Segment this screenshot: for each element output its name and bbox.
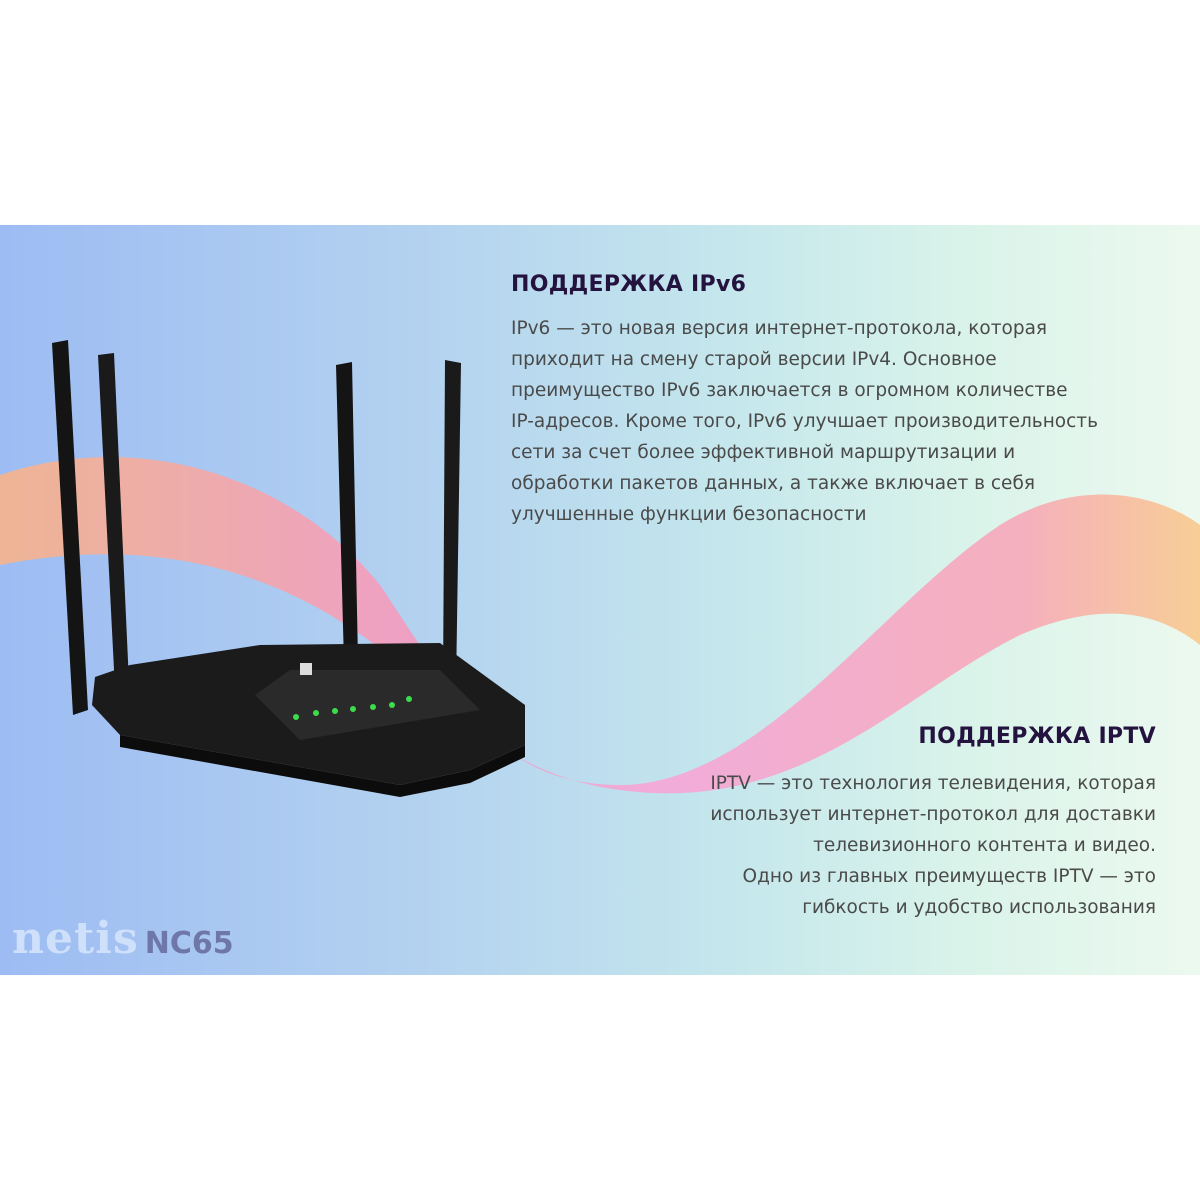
antenna: [443, 360, 461, 687]
text-line: телевизионного контента и видео.: [813, 835, 1156, 856]
text-line: IPv6 — это новая версия интернет-протоко…: [511, 318, 1048, 339]
model-name: NC65: [144, 926, 234, 961]
text-line: сети за счет более эффективной маршрутиз…: [511, 442, 1016, 463]
led-indicator: [406, 696, 412, 702]
ribbon-wave: [0, 457, 1200, 794]
text-line: обработки пакетов данных, а также включа…: [511, 473, 1035, 494]
antenna: [98, 353, 130, 709]
text-line: Одно из главных преимуществ IPTV — это: [742, 866, 1156, 887]
antenna: [52, 340, 88, 715]
text-line: IPTV — это технология телевидения, котор…: [710, 773, 1156, 794]
led-indicator: [313, 710, 319, 716]
text-line: приходит на смену старой версии IPv4. Ос…: [511, 349, 997, 370]
led-indicator: [370, 704, 376, 710]
text-line: преимущество IPv6 заключается в огромном…: [511, 380, 1068, 401]
text-line: улучшенные функции безопасности: [511, 504, 867, 525]
led-indicator: [332, 708, 338, 714]
antenna: [336, 362, 358, 663]
led-indicator: [350, 706, 356, 712]
led-indicator: [293, 714, 299, 720]
ipv6-description: IPv6 — это новая версия интернет-протоко…: [511, 313, 1098, 530]
text-line: использует интернет-протокол для доставк…: [710, 804, 1156, 825]
text-line: гибкость и удобство использования: [802, 897, 1156, 918]
iptv-description: IPTV — это технология телевидения, котор…: [710, 768, 1156, 923]
router-image: [52, 340, 525, 797]
led-indicator: [389, 702, 395, 708]
text-line: IP-адресов. Кроме того, IPv6 улучшает пр…: [511, 411, 1098, 432]
iptv-heading: ПОДДЕРЖКА IPTV: [918, 724, 1156, 749]
ipv6-heading: ПОДДЕРЖКА IPv6: [511, 272, 747, 297]
brand-name: netis: [12, 913, 139, 964]
product-banner: ПОДДЕРЖКА IPv6 IPv6 — это новая версия и…: [0, 225, 1200, 975]
